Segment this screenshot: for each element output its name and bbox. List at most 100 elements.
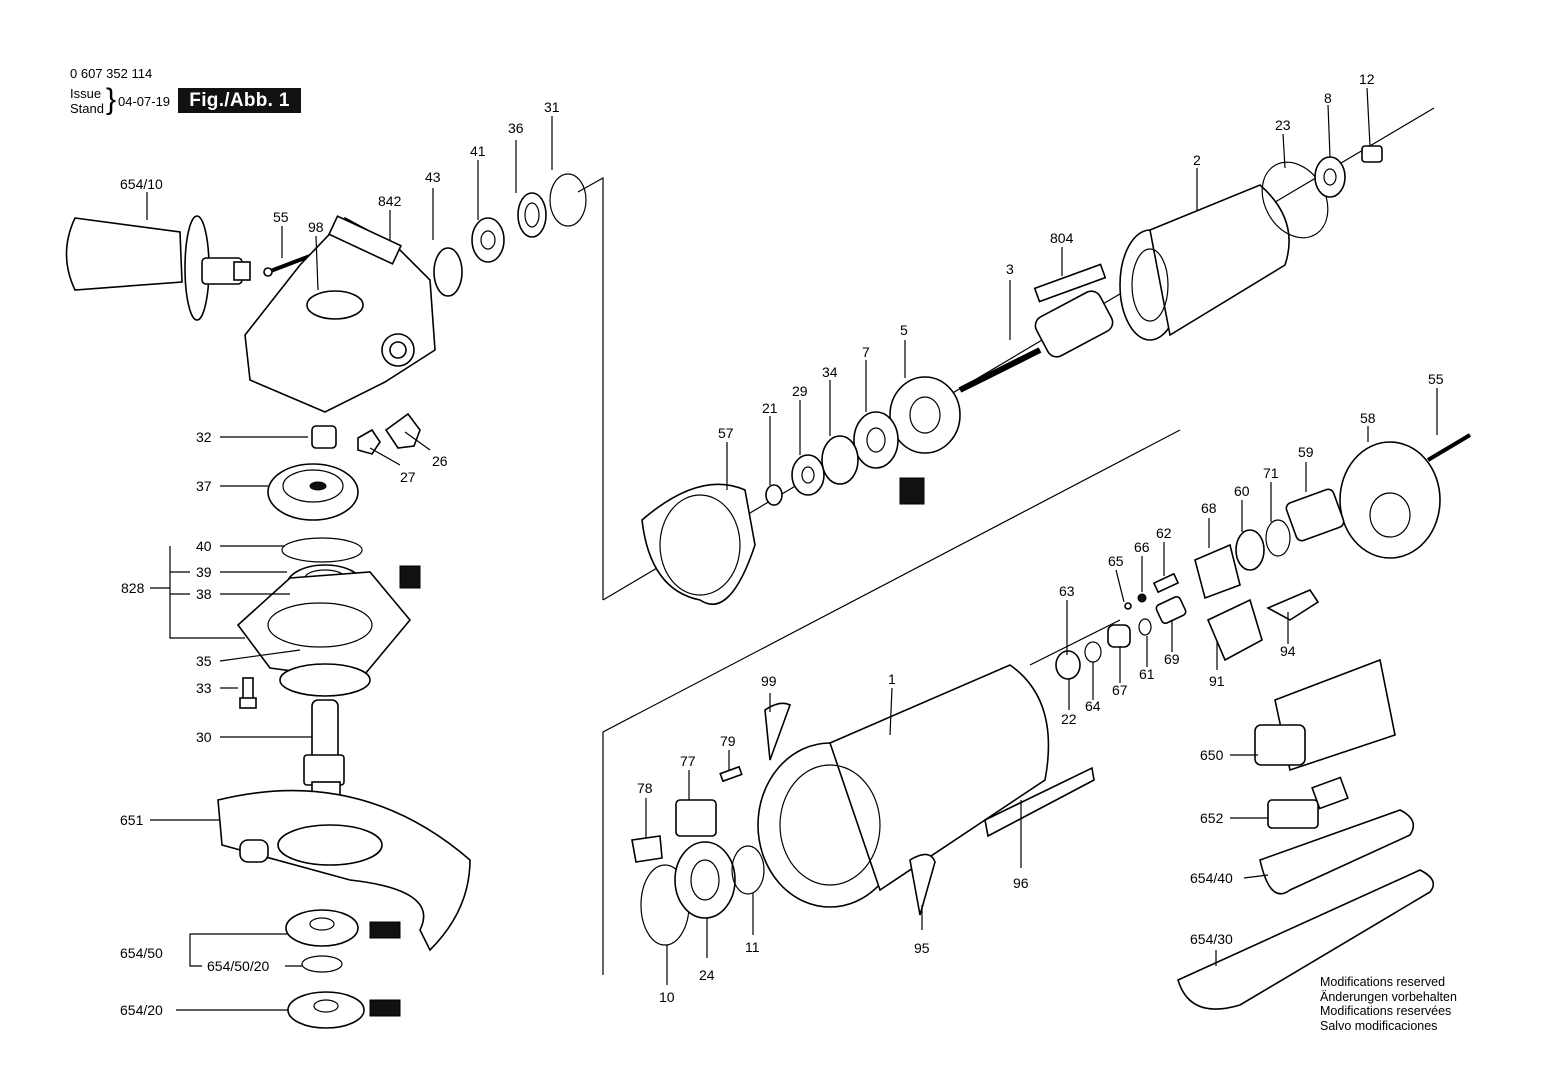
callout-37: 37 <box>196 478 212 494</box>
part-number: 0 607 352 114 <box>70 66 153 81</box>
callout-68: 68 <box>1201 500 1217 516</box>
gasket-part-95 <box>909 853 936 916</box>
bearing-part-8 <box>1314 156 1346 198</box>
callout-79: 79 <box>720 733 736 749</box>
callout-654-40: 654/40 <box>1190 870 1233 886</box>
callout-804: 804 <box>1050 230 1074 246</box>
callout-99: 99 <box>761 673 777 689</box>
issue-label: Issue <box>70 86 102 101</box>
screw-part-55b <box>1426 433 1472 462</box>
modifications-notice: Modifications reserved Änderungen vorbeh… <box>1320 975 1457 1033</box>
callout-24: 24 <box>699 967 715 983</box>
issue-date: 04-07-19 <box>118 94 171 109</box>
valve-part-67 <box>1107 624 1131 648</box>
callout-27: 27 <box>400 469 416 485</box>
flange-parts <box>285 909 401 1029</box>
oring-part-71 <box>1265 519 1291 557</box>
callout-33: 33 <box>196 680 212 696</box>
clamp-part-34 <box>821 435 859 485</box>
callout-69: 69 <box>1164 651 1180 667</box>
callout-91: 91 <box>1209 673 1225 689</box>
callout-39: 39 <box>196 564 212 580</box>
callout-842: 842 <box>378 193 402 209</box>
callout-labels: 654/10 55 98 842 43 41 36 31 32 26 27 37… <box>120 71 1444 1018</box>
lever-part-91 <box>1206 598 1263 662</box>
notice-line-en: Modifications reserved <box>1320 975 1446 989</box>
bevel-gear-part <box>267 463 359 521</box>
callout-63: 63 <box>1059 583 1075 599</box>
vane-part-804 <box>1033 263 1107 303</box>
callout-40: 40 <box>196 538 212 554</box>
callout-61: 61 <box>1139 666 1155 682</box>
screw-part-33 <box>239 677 257 709</box>
callout-36: 36 <box>508 120 524 136</box>
bearing-stack-part <box>433 173 587 297</box>
rotor-part <box>958 290 1114 393</box>
callout-22: 22 <box>1061 711 1077 727</box>
callout-654-20: 654/20 <box>120 1002 163 1018</box>
spring-part-62 <box>1152 572 1180 594</box>
callout-8: 8 <box>1324 90 1332 106</box>
callout-67: 67 <box>1112 682 1128 698</box>
brace-icon: } <box>106 83 117 116</box>
callout-654-50-20: 654/50/20 <box>207 958 269 974</box>
pinion-parts <box>311 412 421 455</box>
callout-43: 43 <box>425 169 441 185</box>
motor-cylinder-part <box>1119 184 1290 341</box>
oring-part-61 <box>1138 618 1152 636</box>
inlet-part-24 <box>674 841 736 919</box>
callout-55b: 55 <box>1428 371 1444 387</box>
callout-60: 60 <box>1234 483 1250 499</box>
callout-66: 66 <box>1134 539 1150 555</box>
notice-line-fr: Modifications reservées <box>1320 1004 1452 1018</box>
oring-part-11 <box>731 845 765 895</box>
plug-part-12 <box>1361 145 1383 163</box>
callout-98: 98 <box>308 219 324 235</box>
callout-57: 57 <box>718 425 734 441</box>
callout-58: 58 <box>1360 410 1376 426</box>
callout-23: 23 <box>1275 117 1291 133</box>
callout-2: 2 <box>1193 152 1201 168</box>
side-handle-part <box>65 215 251 321</box>
nipple-part-652 <box>1267 776 1349 829</box>
spring-part-69 <box>1155 595 1187 625</box>
sleeve-part-68 <box>1194 543 1241 600</box>
callout-654-50: 654/50 <box>120 945 163 961</box>
callout-5: 5 <box>900 322 908 338</box>
callout-62: 62 <box>1156 525 1172 541</box>
spring-part-79 <box>719 765 743 783</box>
callout-35: 35 <box>196 653 212 669</box>
callout-30: 30 <box>196 729 212 745</box>
end-plate-part-5 <box>889 376 961 454</box>
plate-part-78 <box>631 835 663 863</box>
ball-part-66 <box>1137 593 1147 603</box>
callout-94: 94 <box>1280 643 1296 659</box>
callout-654-10: 654/10 <box>120 176 163 192</box>
callout-650: 650 <box>1200 747 1224 763</box>
leader-lines <box>146 87 1438 1011</box>
callout-3: 3 <box>1006 261 1014 277</box>
label-part-96 <box>984 766 1095 838</box>
wheel-guard-part <box>217 789 471 952</box>
oring-part-64 <box>1084 641 1102 663</box>
callout-41: 41 <box>470 143 486 159</box>
callout-65: 65 <box>1108 553 1124 569</box>
callout-71: 71 <box>1263 465 1279 481</box>
washer-part-29 <box>791 454 825 496</box>
callout-29: 29 <box>792 383 808 399</box>
callout-34: 34 <box>822 364 838 380</box>
callout-10: 10 <box>659 989 675 1005</box>
callout-7: 7 <box>862 344 870 360</box>
callout-652: 652 <box>1200 810 1224 826</box>
wrench-part-654-40 <box>1259 809 1415 895</box>
notice-line-es: Salvo modificaciones <box>1320 1018 1438 1033</box>
clip-part-94 <box>1266 589 1320 621</box>
callout-77: 77 <box>680 753 696 769</box>
callout-12: 12 <box>1359 71 1375 87</box>
callout-78: 78 <box>637 780 653 796</box>
stand-label: Stand <box>70 101 104 116</box>
valve-part-59 <box>1285 488 1345 542</box>
bearing-flange-part <box>236 537 412 697</box>
gear-housing-part <box>244 215 436 413</box>
callout-64: 64 <box>1085 698 1101 714</box>
